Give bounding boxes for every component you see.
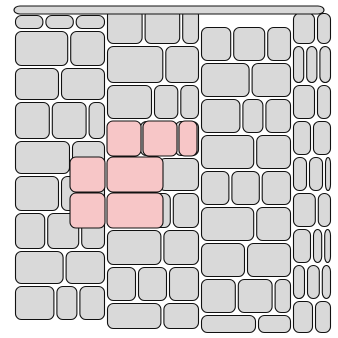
cobblestone-tile[interactable] <box>325 230 331 263</box>
cobblestone-tile[interactable] <box>294 230 311 263</box>
cobblestone-tile[interactable] <box>294 47 304 83</box>
cobblestone-tile[interactable] <box>322 266 330 299</box>
cobblestone-tile[interactable] <box>16 16 43 29</box>
cobblestone-tile[interactable] <box>202 28 231 61</box>
cobblestone-tile[interactable] <box>16 103 50 139</box>
cobblestone-tile[interactable] <box>238 280 272 313</box>
cobblestone-tile[interactable] <box>202 280 236 313</box>
cobblestone-tile[interactable] <box>266 100 291 133</box>
cobblestone-tile[interactable] <box>76 16 104 29</box>
cobblestone-tile[interactable] <box>294 158 307 191</box>
highlighted-cell[interactable] <box>179 121 197 156</box>
highlighted-cell[interactable] <box>70 193 105 228</box>
cobblestone-tile[interactable] <box>259 316 291 333</box>
cobblestone-tile[interactable] <box>62 69 105 100</box>
highlighted-cell[interactable] <box>107 193 163 228</box>
cobblestone-tile[interactable] <box>71 32 105 66</box>
cobblestone-tile[interactable] <box>320 47 331 83</box>
cobblestone-tile[interactable] <box>294 266 305 299</box>
cobblestone-tile[interactable] <box>16 214 45 249</box>
cobblestone-tile[interactable] <box>243 100 263 133</box>
cobblestone-tile[interactable] <box>202 64 250 97</box>
cobblestone-tile[interactable] <box>202 244 245 277</box>
cobblestone-tile[interactable] <box>16 142 70 174</box>
cobblestone-tile[interactable] <box>139 268 167 301</box>
cobblestone-tile[interactable] <box>181 86 199 119</box>
cobblestone-tile[interactable] <box>16 177 59 211</box>
cobblestone-tile[interactable] <box>262 172 290 205</box>
cobblestone-tile[interactable] <box>252 64 290 97</box>
cobblestone-tile[interactable] <box>294 14 315 44</box>
cobblestone-tile[interactable] <box>318 14 331 44</box>
cobblestone-tile[interactable] <box>275 280 290 313</box>
cobblestone-tile[interactable] <box>257 208 291 241</box>
cobblestone-tile[interactable] <box>145 10 180 44</box>
cobblestone-tile[interactable] <box>46 16 73 29</box>
cobblestone-tile[interactable] <box>314 230 322 263</box>
cobblestone-tile[interactable] <box>16 287 54 320</box>
cobblestone-tile[interactable] <box>257 136 291 169</box>
cobblestone-tile[interactable] <box>108 268 136 301</box>
cobblestone-tile[interactable] <box>57 287 77 320</box>
cobblestone-tile[interactable] <box>155 86 178 119</box>
cobblestone-tile[interactable] <box>234 28 265 61</box>
cobblestone-tile[interactable] <box>170 268 199 301</box>
cobblestone-tile[interactable] <box>80 287 105 320</box>
cobblestone-tile[interactable] <box>316 302 331 333</box>
cobblestone-tile[interactable] <box>248 244 291 277</box>
cobblestone-tile[interactable] <box>164 304 199 329</box>
highlighted-cell[interactable] <box>107 121 141 156</box>
cobblestone-tile[interactable] <box>318 194 330 227</box>
cobblestone-tile[interactable] <box>268 28 291 61</box>
cobblestone-tile[interactable] <box>307 47 317 83</box>
cobblestone-tile[interactable] <box>89 103 104 139</box>
cobblestone-tile[interactable] <box>16 252 64 284</box>
cobblestone-tile[interactable] <box>326 158 331 191</box>
cobblestone-tile[interactable] <box>294 194 316 227</box>
cobblestone-tile[interactable] <box>294 122 311 155</box>
cobblestone-tile[interactable] <box>108 304 161 329</box>
cobblestone-tile[interactable] <box>16 32 68 66</box>
highlighted-cell[interactable] <box>70 157 105 192</box>
cobblestone-tile[interactable] <box>14 6 324 14</box>
cobblestone-tile[interactable] <box>173 194 198 228</box>
cobblestone-tile[interactable] <box>202 136 254 169</box>
cobblestone-tile[interactable] <box>294 302 313 333</box>
cobblestone-tile[interactable] <box>108 86 152 119</box>
cobblestone-tile[interactable] <box>318 86 331 119</box>
cobblestone-tile[interactable] <box>159 159 198 191</box>
cobblestone-tile[interactable] <box>314 122 331 155</box>
cobblestone-tile[interactable] <box>202 208 254 241</box>
cobblestone-tile[interactable] <box>166 47 199 83</box>
highlighted-cell[interactable] <box>107 157 163 192</box>
cobblestone-tile[interactable] <box>294 86 315 119</box>
cobblestone-tile[interactable] <box>310 158 323 191</box>
cobblestone-tile[interactable] <box>232 172 259 205</box>
cobblestone-tile[interactable] <box>108 47 163 83</box>
cobblestone-tile[interactable] <box>183 10 199 44</box>
cobblestone-tile[interactable] <box>202 100 240 133</box>
cobblestone-tile[interactable] <box>52 103 86 139</box>
cobblestone-tile[interactable] <box>108 231 161 265</box>
highlighted-cell[interactable] <box>143 121 177 156</box>
cobblestone-tile[interactable] <box>308 266 320 299</box>
cobblestone-tile[interactable] <box>16 69 59 100</box>
cobblestone-tile[interactable] <box>66 252 104 284</box>
cobblestone-tile[interactable] <box>108 10 143 44</box>
cobblestone-tile[interactable] <box>202 316 256 333</box>
cobblestone-tile[interactable] <box>202 172 229 205</box>
cobblestone-tile[interactable] <box>164 231 199 265</box>
